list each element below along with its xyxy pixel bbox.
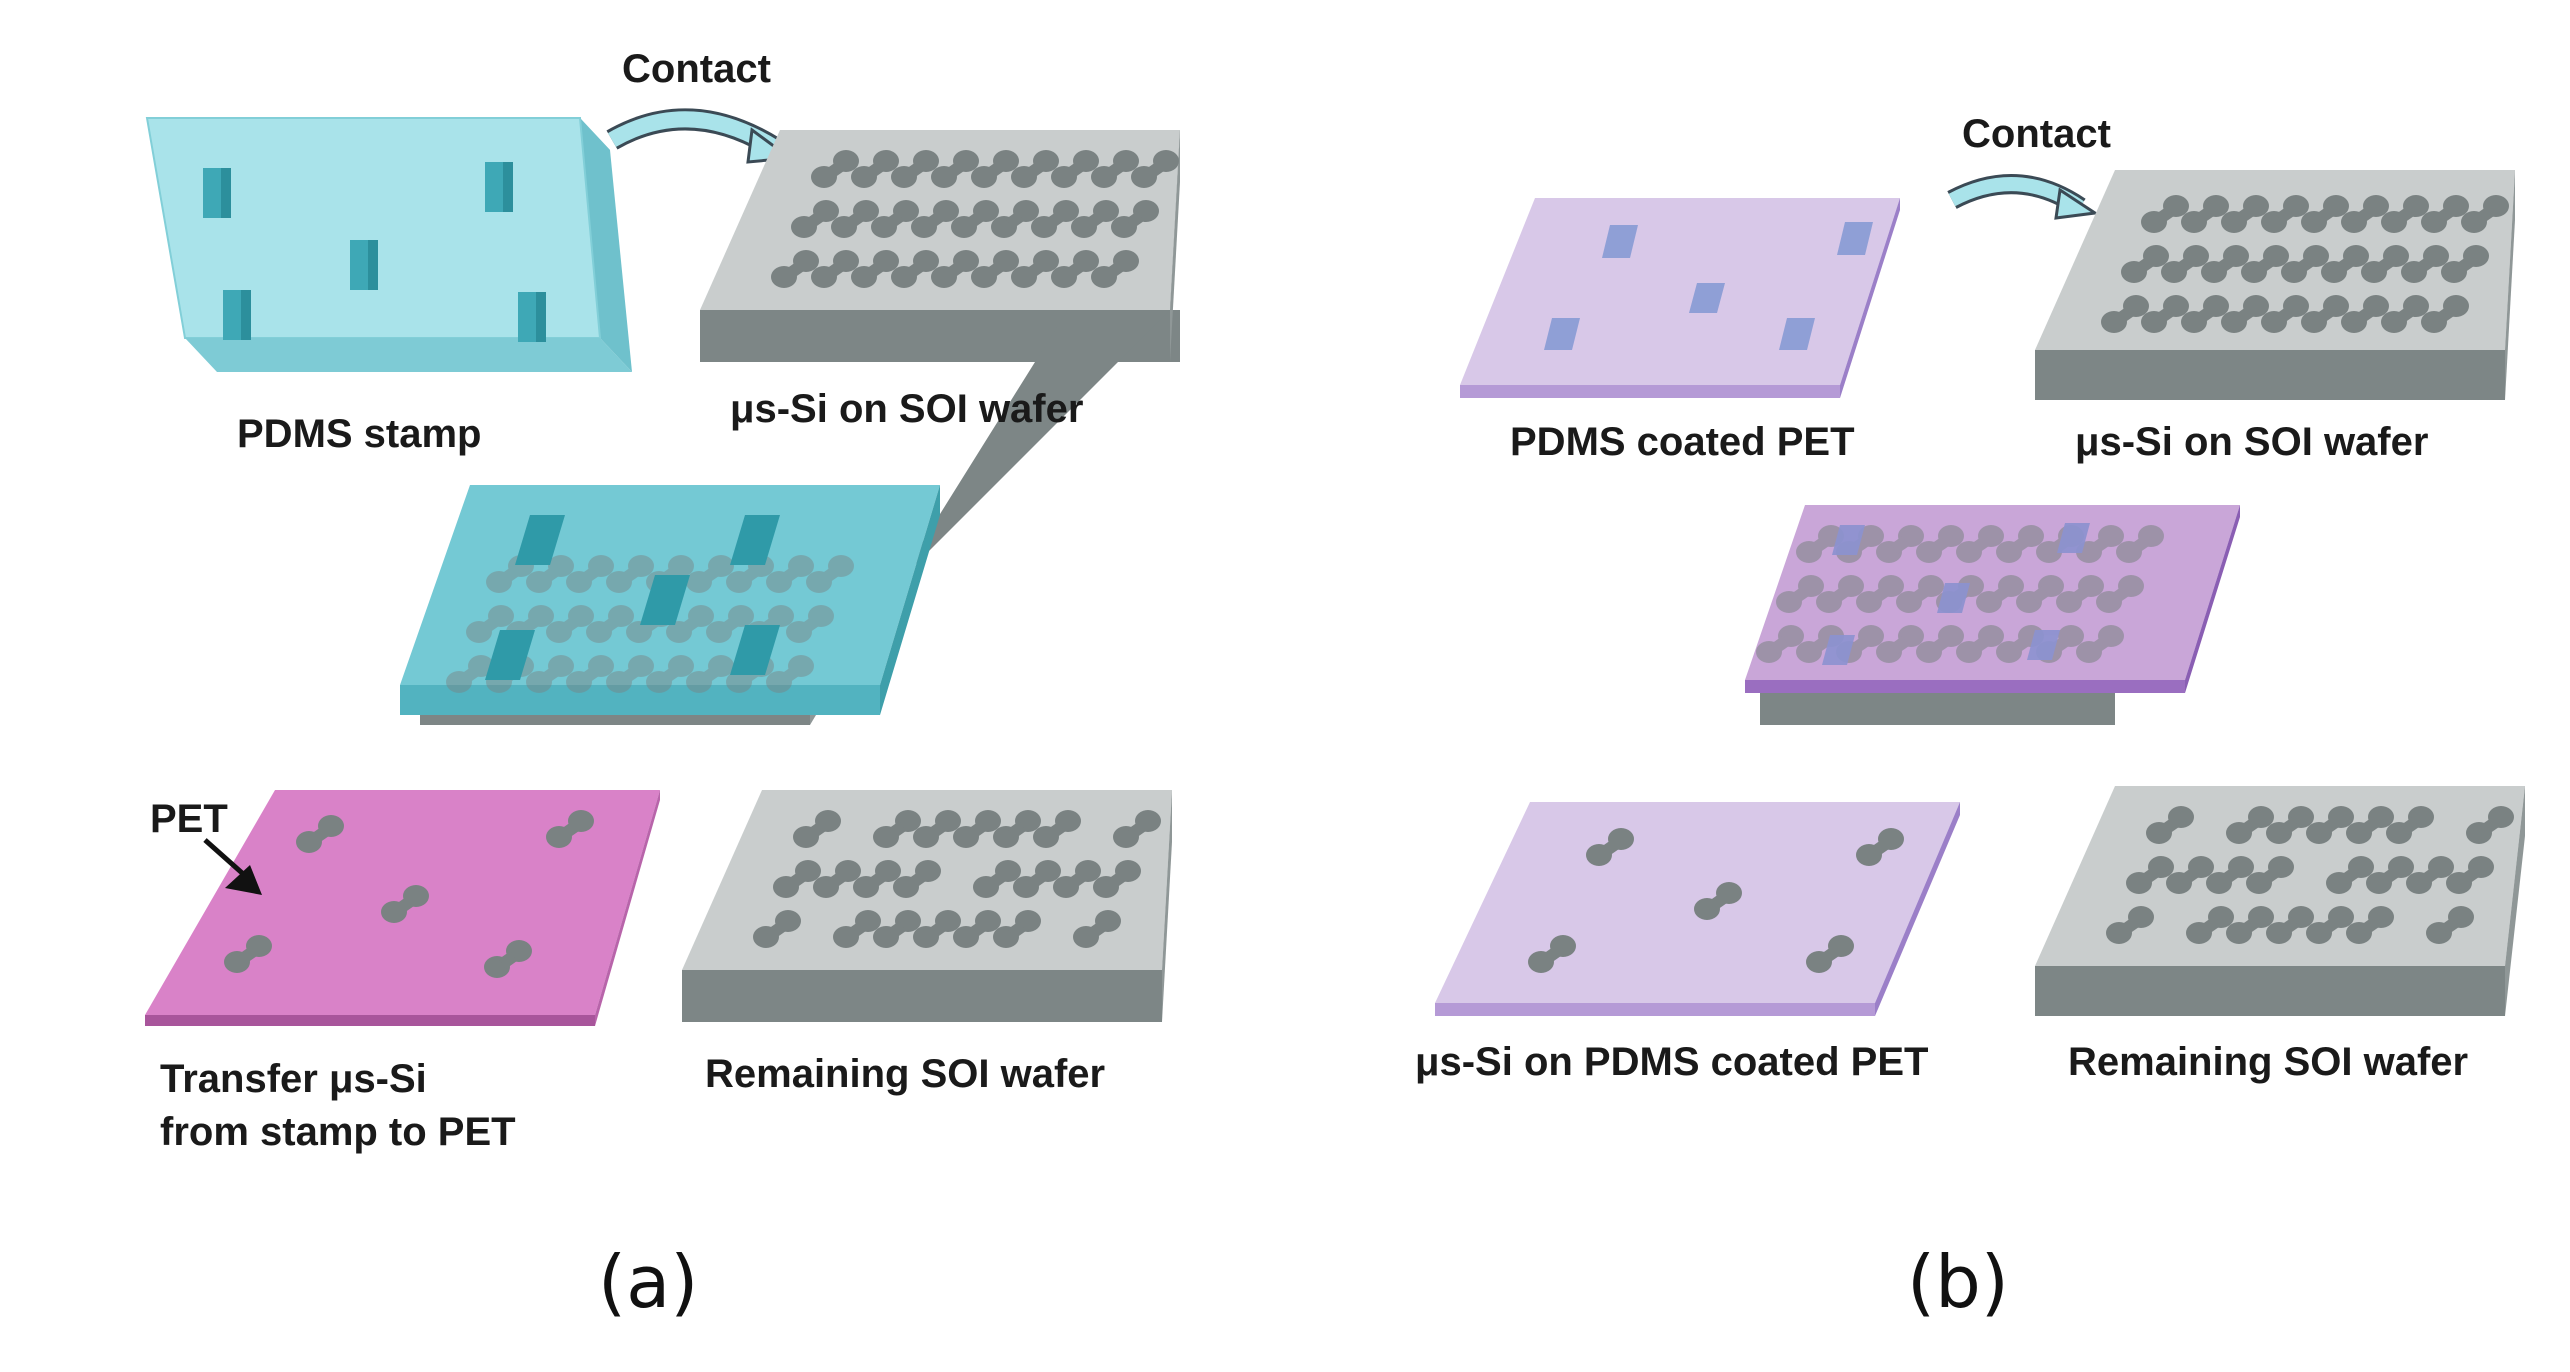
pdms-coated-pet (1460, 198, 1900, 398)
pdms-stamp-block (145, 117, 632, 372)
wafer-label-a: μs-Si on SOI wafer (730, 387, 1084, 431)
soi-wafer-b (2035, 170, 2515, 400)
pet-label: PET (150, 797, 228, 841)
us-si-array-a1 (771, 150, 1179, 288)
laminated-pet-on-wafer-b (1745, 505, 2240, 725)
us-si-array-b1 (2101, 195, 2509, 333)
remaining-wafer-a (682, 790, 1172, 1022)
us-si-on-pdms-label: μs-Si on PDMS coated PET (1415, 1040, 1929, 1084)
remaining-label-b: Remaining SOI wafer (2068, 1040, 2469, 1084)
contact-arrow-b (1947, 174, 2100, 220)
wafer-label-b: μs-Si on SOI wafer (2075, 420, 2429, 464)
pdms-stamp-label: PDMS stamp (237, 412, 482, 456)
us-si-on-pdms-coated-pet (1435, 802, 1960, 1016)
pet-substrate-a (145, 790, 660, 1026)
stamp-on-wafer-a (400, 485, 940, 725)
panel-a-caption: (a) (598, 1240, 699, 1324)
transfer-label-line1: Transfer μs-Si (160, 1057, 427, 1101)
contact-arrow-a (606, 108, 795, 164)
panel-a (145, 108, 1180, 1026)
pdms-coated-pet-label: PDMS coated PET (1510, 420, 1855, 464)
panel-b (1435, 170, 2525, 1016)
contact-label-a: Contact (622, 47, 771, 91)
panel-b-caption: (b) (1907, 1240, 2009, 1324)
remaining-wafer-b (2035, 786, 2525, 1016)
contact-label-b: Contact (1962, 112, 2111, 156)
pet-pointer-arrow (203, 838, 262, 895)
soi-wafer-a (700, 130, 1180, 610)
transfer-label-line2: from stamp to PET (160, 1110, 516, 1154)
remaining-label-a: Remaining SOI wafer (705, 1052, 1106, 1096)
